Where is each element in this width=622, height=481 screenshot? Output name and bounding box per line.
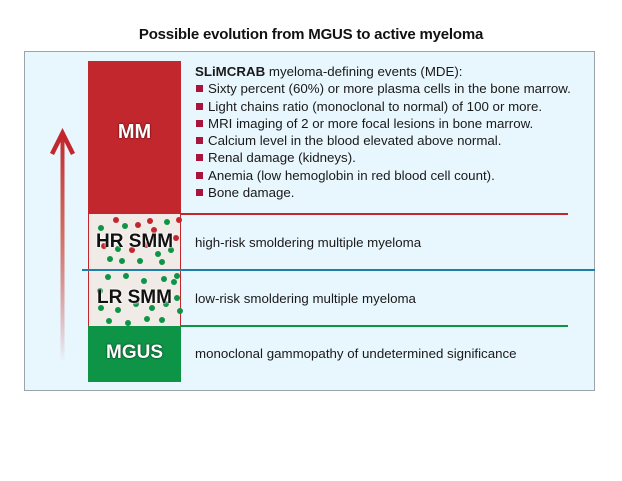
- stage-hr-smm: HR SMM: [88, 214, 182, 270]
- plasma-cell-dot-green: [168, 247, 174, 253]
- stage-mm: MM: [88, 61, 181, 214]
- plasma-cell-dot-green: [123, 273, 129, 279]
- stage-lr-smm-label: LR SMM: [97, 287, 172, 308]
- plasma-cell-dot-green: [155, 251, 161, 257]
- stage-hr-smm-label: HR SMM: [95, 231, 174, 252]
- plasma-cell-dot-red: [129, 247, 135, 253]
- plasma-cell-dot-green: [141, 278, 147, 284]
- plasma-cell-dot-green: [137, 258, 143, 264]
- plasma-cell-dot-green: [159, 259, 165, 265]
- stage-mgus: MGUS: [88, 326, 181, 382]
- plasma-cell-dot-green: [149, 305, 155, 311]
- plasma-cell-dot-green: [122, 223, 128, 229]
- plasma-cell-dot-red: [135, 222, 141, 228]
- mgus-divider: [181, 325, 568, 327]
- plasma-cell-dot-green: [177, 308, 183, 314]
- mgus-description: monoclonal gammopathy of undetermined si…: [195, 346, 517, 361]
- plasma-cell-dot-green: [164, 219, 170, 225]
- plasma-cell-dot-green: [107, 256, 113, 262]
- plasma-cell-dot-red: [173, 235, 179, 241]
- plasma-cell-dot-green: [98, 305, 104, 311]
- hr-smm-description: high-risk smoldering multiple myeloma: [195, 235, 422, 250]
- plasma-cell-dot-green: [144, 316, 150, 322]
- stage-mm-label: MM: [117, 121, 152, 143]
- plasma-cell-dot-red: [101, 243, 107, 249]
- mde-item: Calcium level in the blood elevated abov…: [195, 132, 571, 149]
- mde-item: Anemia (low hemoglobin in red blood cell…: [195, 167, 571, 184]
- mde-item: Sixty percent (60%) or more plasma cells…: [195, 80, 571, 97]
- plasma-cell-dot-red: [143, 242, 149, 248]
- plasma-cell-dot-green: [125, 320, 131, 326]
- plasma-cell-dot-red: [151, 227, 157, 233]
- plasma-cell-dot-red: [147, 218, 153, 224]
- risk-divider: [82, 269, 595, 271]
- mm-divider: [181, 213, 568, 215]
- mde-item: Bone damage.: [195, 184, 571, 201]
- diagram-title: Possible evolution from MGUS to active m…: [138, 26, 484, 43]
- plasma-cell-dot-green: [174, 295, 180, 301]
- plasma-cell-dot-green: [97, 288, 103, 294]
- plasma-cell-dot-green: [115, 307, 121, 313]
- plasma-cell-dot-red: [113, 217, 119, 223]
- plasma-cell-dot-green: [133, 301, 139, 307]
- plasma-cell-dot-green: [161, 276, 167, 282]
- plasma-cell-dot-green: [98, 225, 104, 231]
- mde-heading: SLiMCRAB myeloma-defining events (MDE):: [195, 64, 463, 79]
- stage-mgus-label: MGUS: [106, 342, 163, 363]
- lr-smm-description: low-risk smoldering multiple myeloma: [195, 291, 416, 306]
- plasma-cell-dot-green: [159, 317, 165, 323]
- plasma-cell-dot-green: [106, 318, 112, 324]
- mde-list: SLiMCRAB myeloma-defining events (MDE): …: [195, 63, 571, 201]
- plasma-cell-dot-green: [163, 301, 169, 307]
- mde-item: Light chains ratio (monoclonal to normal…: [195, 98, 571, 115]
- plasma-cell-dot-green: [105, 274, 111, 280]
- mde-item: Renal damage (kidneys).: [195, 149, 571, 166]
- progression-arrow-icon: [50, 127, 76, 362]
- plasma-cell-dot-green: [174, 273, 180, 279]
- mde-item: MRI imaging of 2 or more focal lesions i…: [195, 115, 571, 132]
- plasma-cell-dot-red: [176, 217, 182, 223]
- plasma-cell-dot-green: [171, 279, 177, 285]
- stage-lr-smm: LR SMM: [88, 270, 183, 326]
- plasma-cell-dot-green: [115, 246, 121, 252]
- plasma-cell-dot-green: [119, 258, 125, 264]
